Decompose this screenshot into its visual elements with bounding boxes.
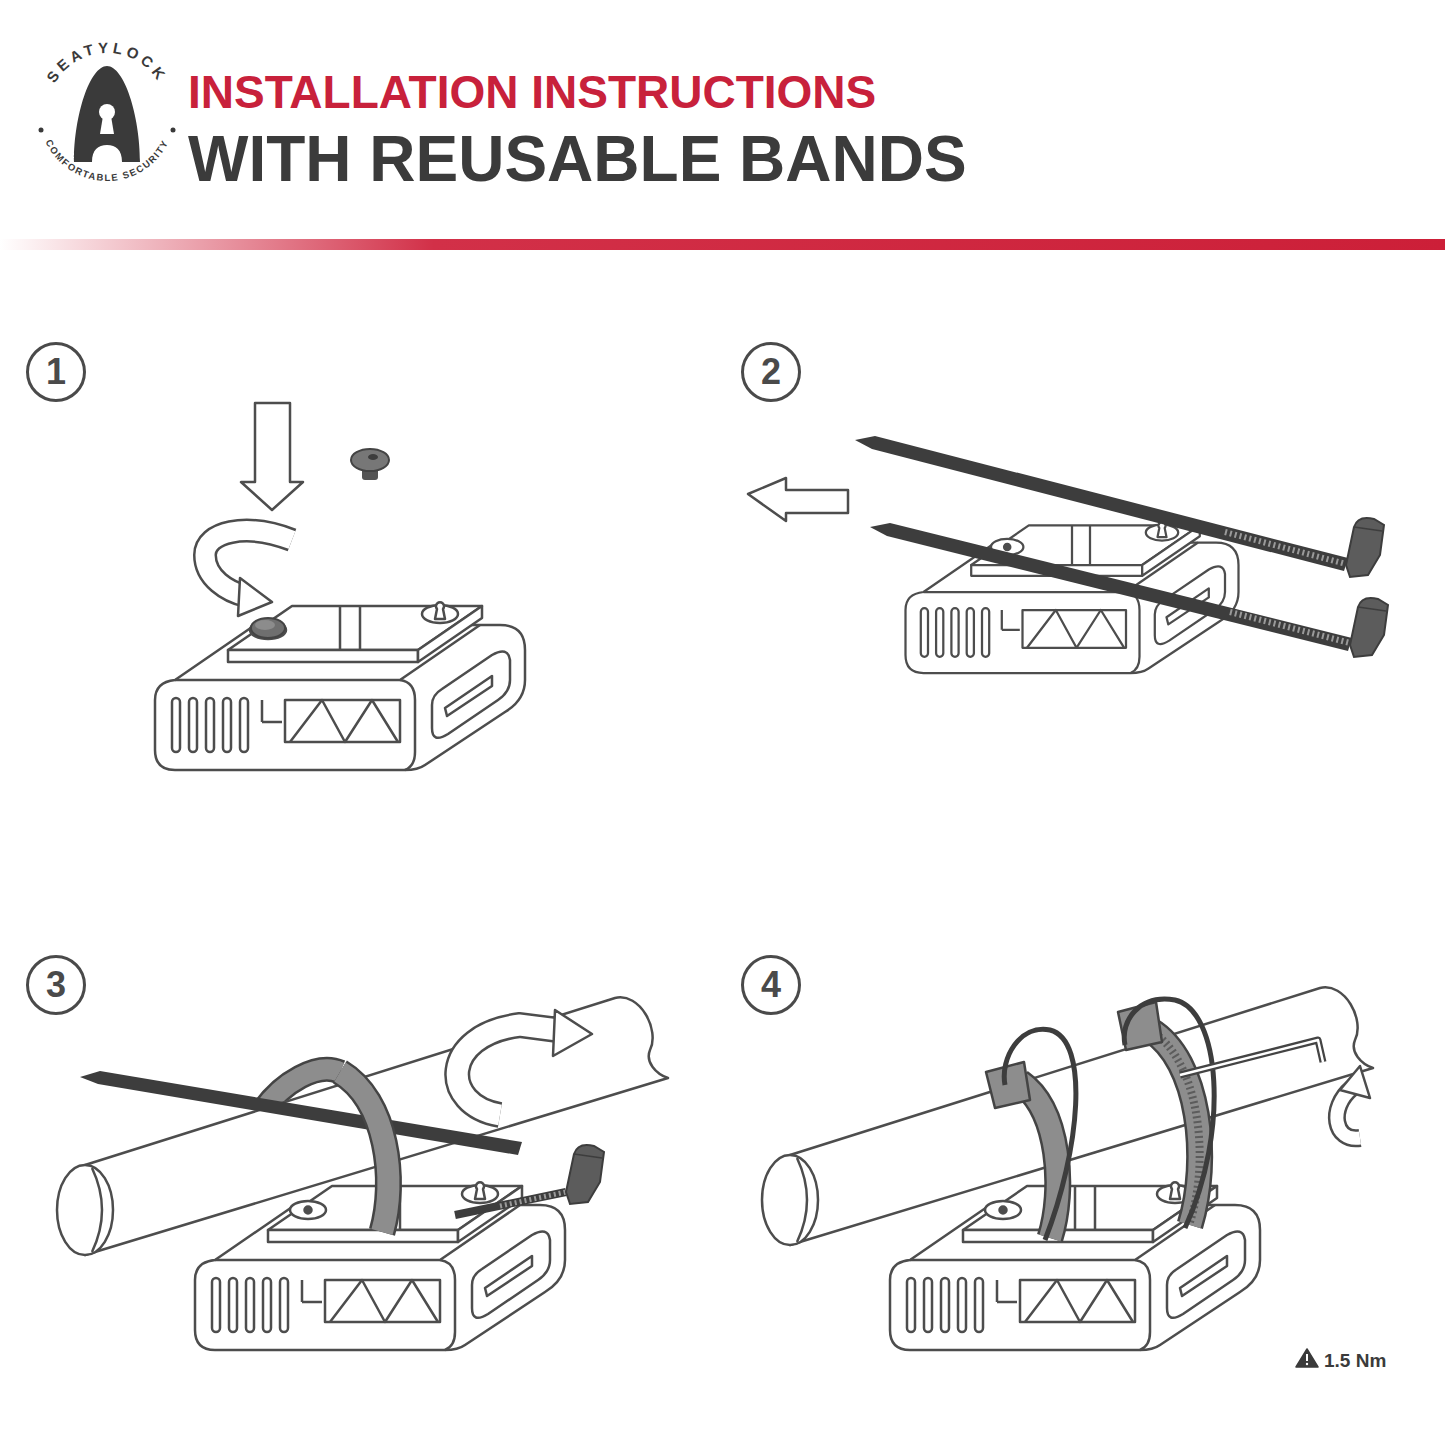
wrap-arrow xyxy=(457,1025,558,1115)
lock-holder xyxy=(155,602,525,770)
cable-tie xyxy=(1004,1029,1076,1240)
step-2-illustration xyxy=(748,436,1388,673)
subtitle-heading: WITH REUSABLE BANDS xyxy=(188,127,967,191)
warning-icon xyxy=(1306,1354,1308,1361)
cable-tie xyxy=(1124,999,1214,1228)
cable-tie xyxy=(870,523,1352,651)
frame-tube xyxy=(57,997,668,1255)
cable-tie xyxy=(455,1192,566,1215)
cable-tie xyxy=(855,436,1348,571)
reusable-band xyxy=(340,1072,388,1232)
step-number-circle: 3 xyxy=(26,955,86,1015)
step-3-illustration xyxy=(57,997,668,1350)
allen-key xyxy=(1180,1040,1323,1075)
step-4-illustration xyxy=(762,987,1373,1367)
torque-note: 1.5 Nm xyxy=(1324,1351,1386,1370)
down-arrow xyxy=(241,403,303,510)
reusable-band xyxy=(340,1072,388,1232)
tie-ratchet xyxy=(500,1192,566,1206)
tie-ratchet xyxy=(1225,532,1346,564)
allen-key xyxy=(1180,1040,1323,1075)
step-number-circle: 1 xyxy=(26,342,86,402)
step-1-illustration xyxy=(155,403,525,770)
wrap-arrow xyxy=(457,1025,558,1115)
logo-text: SEATYLOCK xyxy=(43,39,171,86)
tie-head xyxy=(566,1145,604,1204)
logo-text: SEATYLOCK xyxy=(43,39,171,86)
reusable-band xyxy=(1150,1030,1200,1225)
reusable-band xyxy=(1150,1030,1200,1225)
step-number-circle: 4 xyxy=(741,955,801,1015)
rotate-arrow xyxy=(1340,1066,1370,1098)
callout-number: 3 xyxy=(46,967,66,1003)
rotate-arrow xyxy=(238,578,272,616)
wrap-arrow xyxy=(553,1010,592,1056)
logo-dot xyxy=(171,128,176,133)
tie-head xyxy=(1346,518,1384,577)
callout-number: 2 xyxy=(761,354,781,390)
warning-icon xyxy=(1296,1349,1318,1367)
frame-tube xyxy=(762,987,1373,1245)
left-arrow xyxy=(748,478,848,521)
tie-ratchet xyxy=(1150,1030,1200,1222)
title-heading: INSTALLATION INSTRUCTIONS xyxy=(188,69,876,115)
band-end xyxy=(986,1062,1030,1108)
tie-head xyxy=(1350,598,1388,657)
keyhole xyxy=(100,116,114,134)
callout-number: 4 xyxy=(761,967,781,1003)
loose-screw xyxy=(351,449,389,471)
screw xyxy=(251,618,285,638)
step-number-circle: 2 xyxy=(741,342,801,402)
brand-logo: SEATYLOCK COMFORTABLE SECURITY xyxy=(43,39,171,183)
callout-number: 1 xyxy=(46,354,66,390)
header-rule xyxy=(0,239,1445,250)
warning-icon xyxy=(1306,1363,1308,1365)
padlock-symbol xyxy=(74,66,140,162)
logo-text: COMFORTABLE SECURITY xyxy=(43,137,170,183)
brand-logo: SEATYLOCK COMFORTABLE SECURITY xyxy=(39,39,176,183)
tie-ratchet xyxy=(1230,612,1350,643)
screw xyxy=(255,620,275,630)
logo-text: COMFORTABLE SECURITY xyxy=(43,137,170,183)
loose-screw xyxy=(368,454,378,460)
logo-dot xyxy=(39,128,44,133)
